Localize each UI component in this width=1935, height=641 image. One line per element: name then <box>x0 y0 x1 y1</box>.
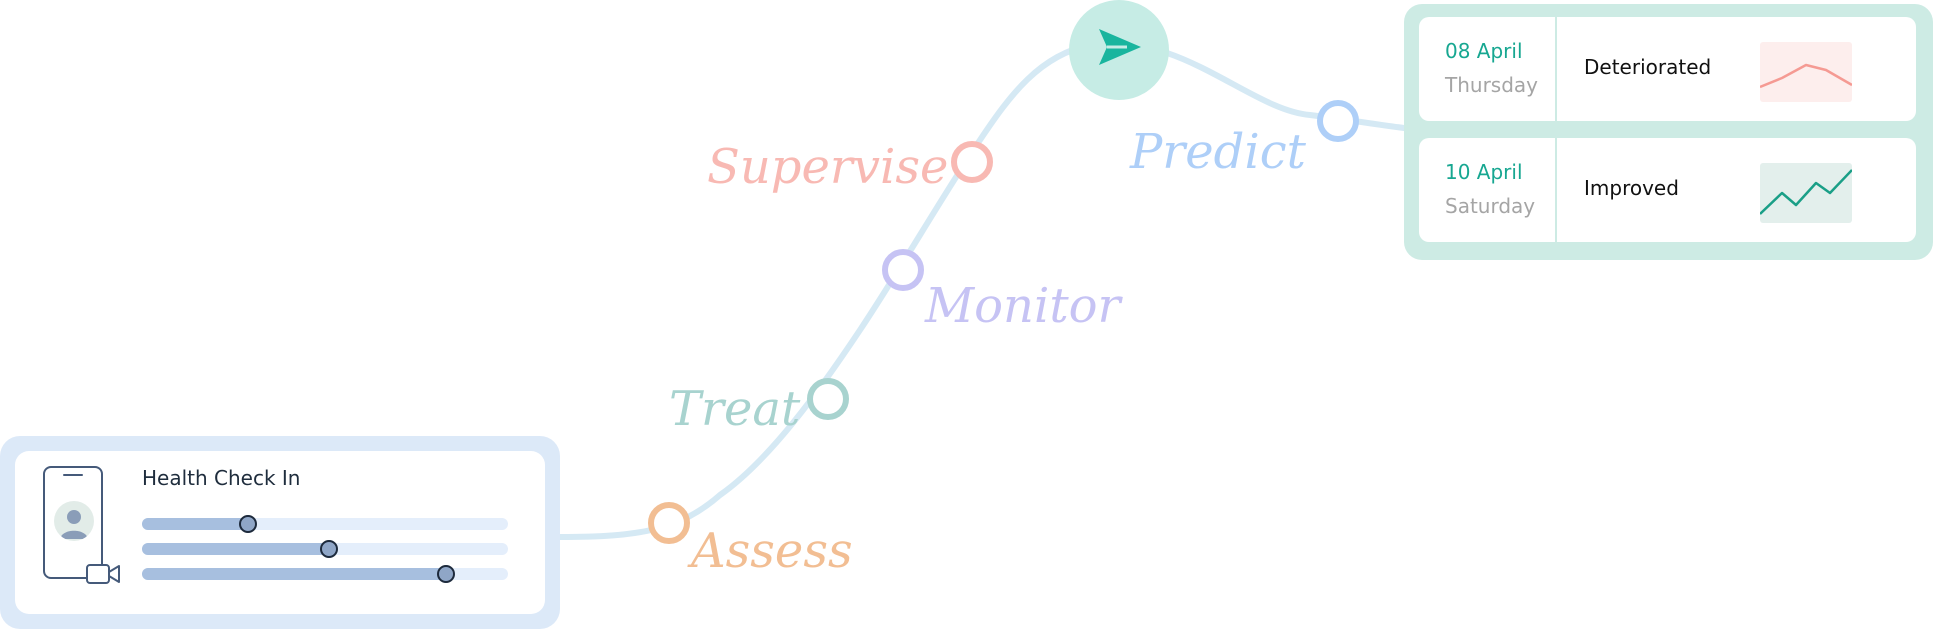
prediction-day: Thursday <box>1445 73 1538 97</box>
health-slider-2[interactable] <box>142 540 508 558</box>
treat-marker[interactable] <box>807 378 849 420</box>
avatar-icon <box>54 501 94 541</box>
step-label-assess: Assess <box>691 523 853 579</box>
trend-up-icon <box>1760 163 1852 223</box>
health-check-inner: Health Check In <box>15 451 545 614</box>
slider-fill <box>142 568 446 580</box>
phone-speaker <box>63 474 83 476</box>
prediction-panel: 08 April Thursday Deteriorated 10 April … <box>1404 4 1933 260</box>
health-slider-1[interactable] <box>142 515 508 533</box>
health-slider-3[interactable] <box>142 565 508 583</box>
prediction-date: 10 April <box>1445 160 1523 184</box>
send-icon <box>1099 29 1141 65</box>
assess-marker[interactable] <box>648 502 690 544</box>
slider-knob[interactable] <box>319 540 338 558</box>
phone-icon <box>43 466 103 579</box>
step-label-monitor: Monitor <box>925 278 1121 334</box>
step-label-supervise: Supervise <box>707 139 949 195</box>
monitor-marker[interactable] <box>882 249 924 291</box>
prediction-date: 08 April <box>1445 39 1523 63</box>
prediction-day: Saturday <box>1445 194 1536 218</box>
predict-marker[interactable] <box>1317 100 1359 142</box>
video-camera-icon <box>86 564 120 584</box>
health-check-title: Health Check In <box>142 466 301 490</box>
prediction-row[interactable]: 10 April Saturday Improved <box>1419 138 1916 242</box>
prediction-row[interactable]: 08 April Thursday Deteriorated <box>1419 17 1916 121</box>
health-check-card: Health Check In <box>0 436 560 629</box>
slider-fill <box>142 518 249 530</box>
row-divider <box>1555 138 1557 242</box>
prediction-status: Deteriorated <box>1584 55 1712 79</box>
slider-fill <box>142 543 329 555</box>
trend-down-icon <box>1760 42 1852 102</box>
slider-knob[interactable] <box>239 515 258 533</box>
step-label-treat: Treat <box>669 381 801 437</box>
prediction-status: Improved <box>1584 176 1679 200</box>
row-divider <box>1555 17 1557 121</box>
step-label-predict: Predict <box>1130 124 1306 180</box>
slider-knob[interactable] <box>436 565 455 583</box>
send-button[interactable] <box>1069 0 1169 100</box>
supervise-marker[interactable] <box>951 141 993 183</box>
